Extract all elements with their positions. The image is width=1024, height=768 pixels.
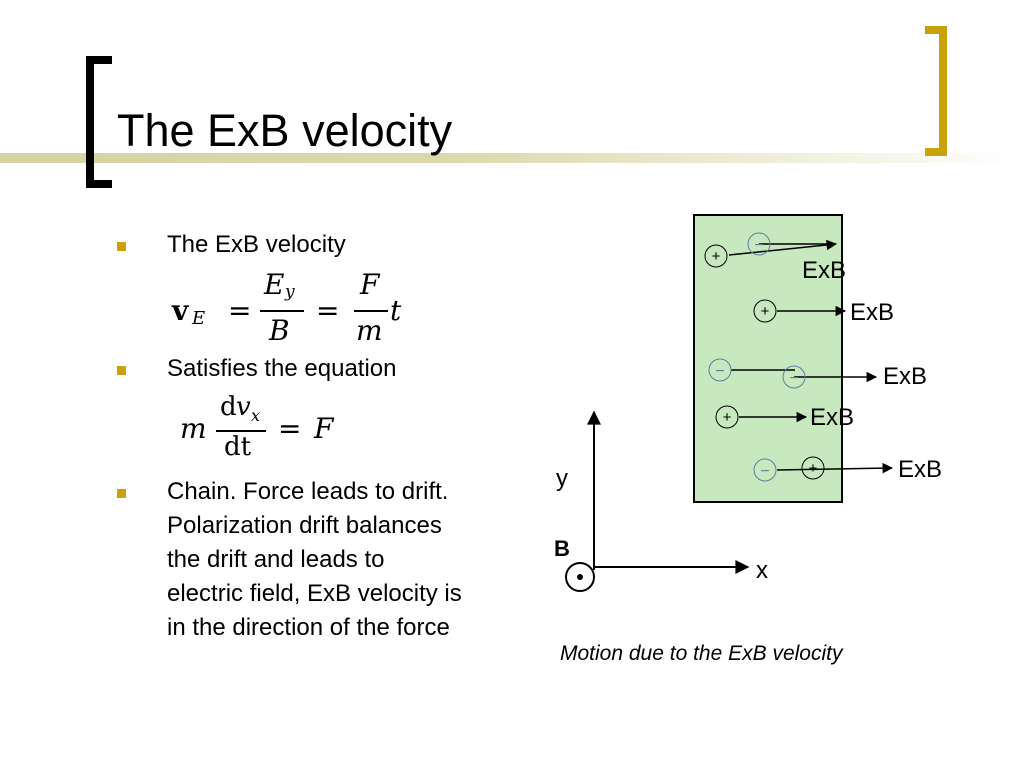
svg-text:−: − xyxy=(760,463,769,480)
bullet-line: in the direction of the force xyxy=(167,614,450,641)
positive-charge xyxy=(704,244,728,268)
svg-text:+: + xyxy=(723,409,732,426)
negative-charge xyxy=(747,232,771,256)
slide-title: The ExB velocity xyxy=(117,105,453,156)
positive-charge xyxy=(753,299,777,323)
bullet-line: electric field, ExB velocity is xyxy=(167,580,462,607)
bullet-text: Satisfies the equation xyxy=(167,355,397,382)
bullet-marker xyxy=(117,489,126,498)
svg-text:+: + xyxy=(761,303,770,320)
bullet-text-multiline: Chain. Force leads to drift. Polarizatio… xyxy=(167,475,462,645)
b-field-label: B xyxy=(554,536,570,561)
field-region xyxy=(693,214,843,503)
svg-text:−: − xyxy=(789,370,798,387)
axis-x-label: x xyxy=(756,557,768,584)
bullet-marker xyxy=(117,242,126,251)
title-brackets xyxy=(86,26,947,188)
drift-label: ExB xyxy=(810,404,854,431)
negative-charge xyxy=(782,365,806,389)
title-underline xyxy=(0,153,1024,163)
bullet-text: The ExB velocity xyxy=(167,231,346,258)
right-bracket xyxy=(925,26,947,156)
bullet-line: Polarization drift balances xyxy=(167,512,442,539)
bullet-line: the drift and leads to xyxy=(167,546,385,573)
positive-charge xyxy=(801,456,825,480)
svg-text:−: − xyxy=(754,237,763,254)
equation-motion: m d v x dt = F xyxy=(180,392,334,462)
figure-caption: Motion due to the ExB velocity xyxy=(560,642,843,665)
negative-charge xyxy=(708,358,732,382)
svg-text:−: − xyxy=(715,363,724,380)
drift-label: ExB xyxy=(883,363,927,390)
exb-drift-diagram: y x B + − ExB + ExB − − ExB + ExB − + Ex… xyxy=(554,214,942,592)
left-bracket xyxy=(86,56,112,188)
svg-text:+: + xyxy=(712,248,721,265)
bullet-line: Chain. Force leads to drift. xyxy=(167,478,449,505)
drift-label: ExB xyxy=(898,456,942,483)
negative-charge xyxy=(753,458,777,482)
svg-text:+: + xyxy=(809,460,818,477)
bullet-marker xyxy=(117,366,126,375)
drift-label: ExB xyxy=(802,257,846,284)
axis-y-label: y xyxy=(556,465,568,492)
positive-charge xyxy=(715,405,739,429)
drift-label: ExB xyxy=(850,299,894,326)
equation-exb-velocity: v E = E y B = F m t xyxy=(172,268,402,347)
